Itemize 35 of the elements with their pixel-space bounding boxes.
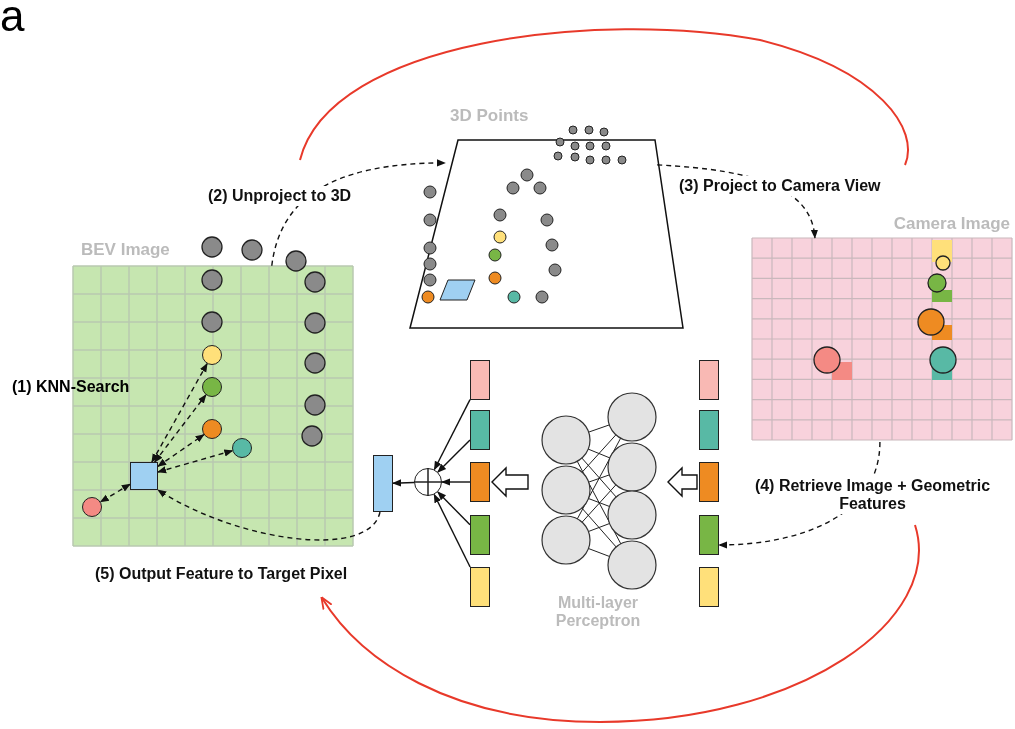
panel-title: 3D Points <box>450 106 529 126</box>
arrow <box>437 491 471 526</box>
arrow <box>392 479 415 487</box>
feature-bar <box>699 360 719 400</box>
arrow <box>157 449 234 474</box>
arrow <box>437 439 471 473</box>
hollow-arrow <box>667 466 698 498</box>
arrow <box>271 159 446 267</box>
step-label: (1) KNN-Search <box>12 378 130 396</box>
arrow <box>157 489 381 541</box>
panel-title: BEV Image <box>81 240 170 260</box>
arrow <box>99 483 131 503</box>
panel-title: Camera Image <box>893 214 1010 234</box>
arrow <box>433 398 471 471</box>
arrow <box>154 394 207 463</box>
edge-label: (3) Project to Camera View <box>676 176 884 196</box>
arrow <box>433 493 471 568</box>
feature-bar <box>470 567 490 607</box>
feature-bar <box>470 462 490 502</box>
panel-letter: a <box>0 0 25 41</box>
feature-bar <box>470 360 490 400</box>
arrow <box>157 434 205 467</box>
panel-title: Multi-layer Perceptron <box>554 594 642 630</box>
arrow <box>441 478 471 486</box>
output-feature-bar <box>373 455 393 512</box>
feature-bar <box>699 567 719 607</box>
feature-bar <box>470 515 490 555</box>
sum-symbol <box>414 468 442 496</box>
feature-bar <box>470 410 490 450</box>
feature-bar <box>699 462 719 502</box>
hollow-arrow <box>491 466 529 498</box>
feature-bar <box>699 410 719 450</box>
feature-bar <box>699 515 719 555</box>
arrow <box>151 362 208 463</box>
target-pixel-square <box>130 462 158 490</box>
